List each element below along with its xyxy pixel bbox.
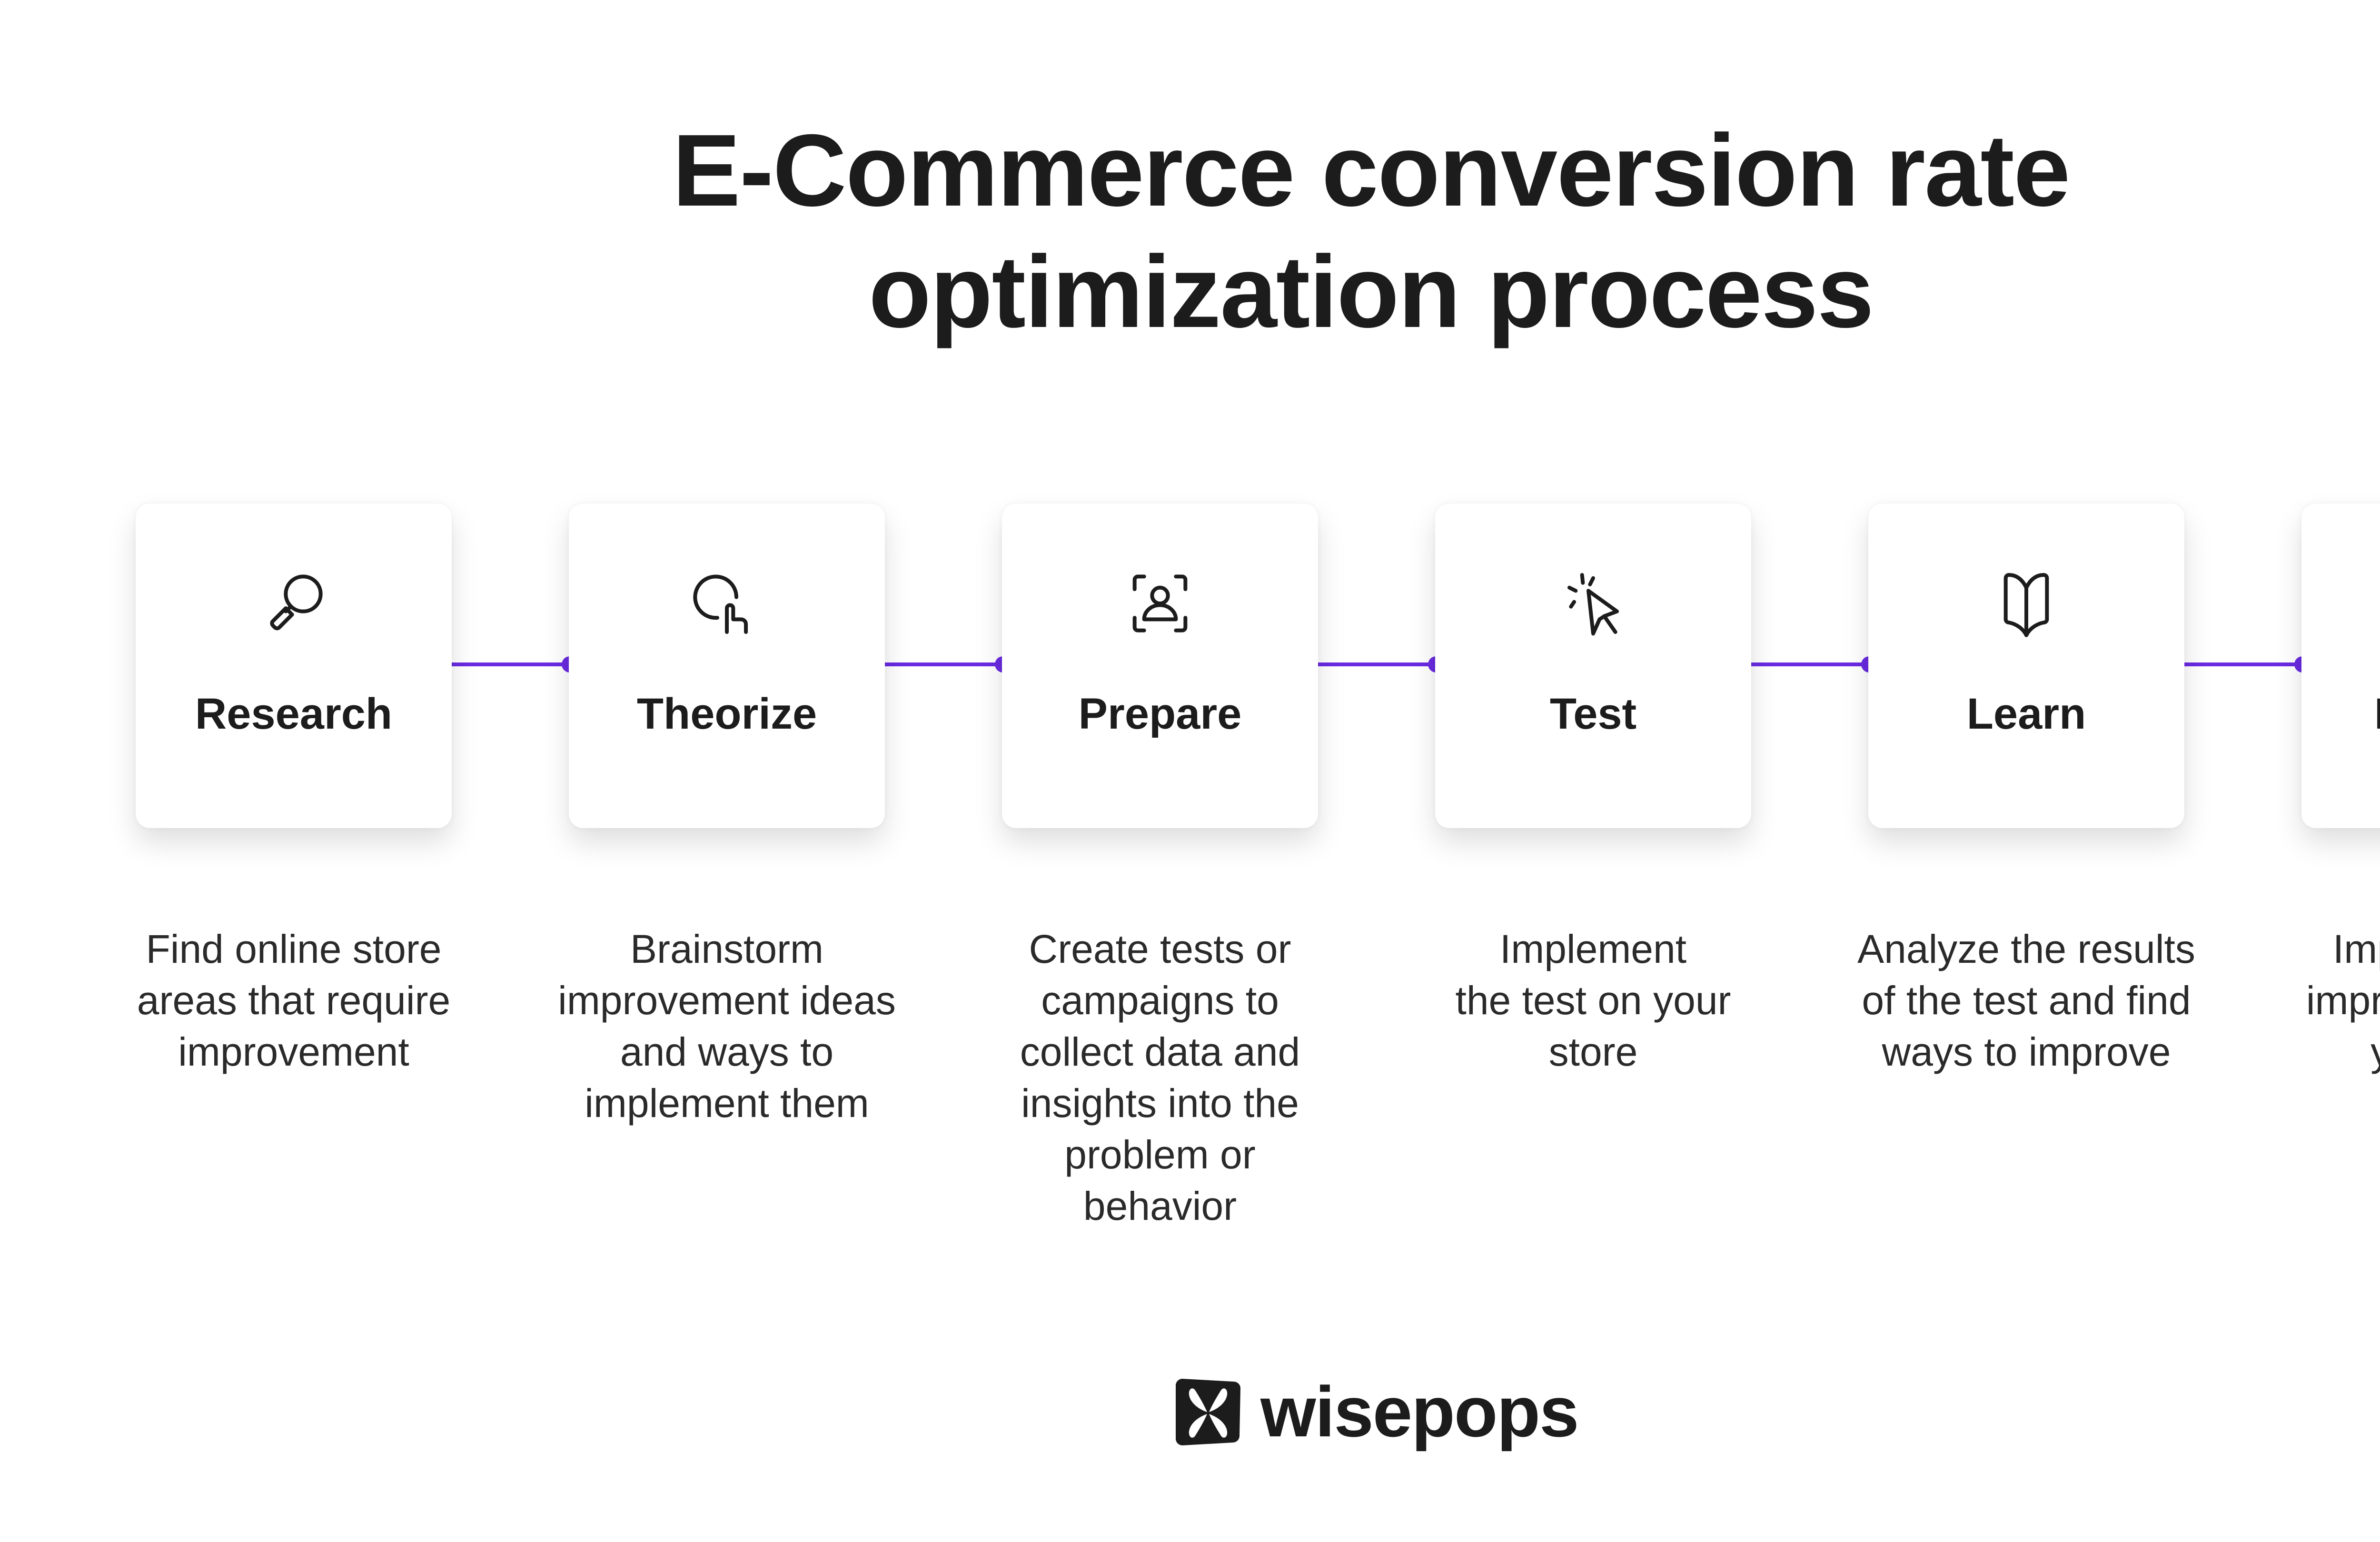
step-label: Research <box>195 690 393 738</box>
step-description-test: Implement the test on your store <box>1398 923 1788 1077</box>
description-line: the test on your <box>1455 978 1731 1023</box>
connector-1-2 <box>452 662 569 666</box>
step-description-prepare: Create tests or campaigns to collect dat… <box>965 923 1355 1232</box>
description-line: implement them <box>585 1081 869 1126</box>
description-line: campaigns to <box>1041 978 1279 1023</box>
description-line: Find online store <box>146 927 442 971</box>
description-line: of the test and find <box>1862 978 2191 1023</box>
bar-chart-growth-icon <box>2301 568 2380 639</box>
description-line: areas that require <box>137 978 451 1023</box>
connector-3-4 <box>1318 662 1436 666</box>
description-line: store <box>1548 1029 1638 1074</box>
step-description-research: Find online store areas that require imp… <box>99 923 489 1077</box>
description-line: behavior <box>1083 1184 1237 1228</box>
description-line: Implement <box>1499 927 1687 971</box>
connector-5-6 <box>2184 662 2302 666</box>
step-label: Improve <box>2301 689 2380 739</box>
book-icon <box>1868 568 2184 639</box>
description-line: insights into the <box>1021 1081 1299 1126</box>
description-line: your store <box>2264 1026 2380 1077</box>
connector-4-5 <box>1751 662 1869 666</box>
step-card-research: Research <box>136 504 452 828</box>
description-line: and ways to <box>620 1029 834 1074</box>
description-line: Brainstorm <box>630 927 824 971</box>
description-line: collect data and <box>1020 1029 1300 1074</box>
description-line: improvement <box>178 1029 409 1074</box>
step-label: Prepare <box>1078 690 1242 738</box>
wisepops-logo: wisepops <box>1175 1371 1579 1453</box>
description-line: ways to improve <box>1882 1029 2171 1074</box>
step-label: Theorize <box>636 690 817 738</box>
step-description-improve: Implement the improvements on your store <box>2264 923 2380 1077</box>
step-card-improve: Improve <box>2301 504 2380 828</box>
description-line: Implement the <box>2332 927 2380 971</box>
step-card-test: Test <box>1435 504 1751 828</box>
description-line: Analyze the results <box>1857 927 2195 971</box>
step-label: Learn <box>1966 690 2086 738</box>
page-title: E-Commerce conversion rate optimization … <box>0 109 2380 352</box>
description-line: improvement ideas <box>558 978 896 1023</box>
user-focus-icon <box>1002 568 1318 639</box>
cursor-click-icon <box>1435 568 1751 639</box>
pointer-hand-icon <box>569 568 885 639</box>
wisepops-logo-mark-icon <box>1176 1378 1240 1445</box>
step-card-prepare: Prepare <box>1002 504 1318 828</box>
step-description-learn: Analyze the results of the test and find… <box>1831 923 2221 1077</box>
step-description-theorize: Brainstorm improvement ideas and ways to… <box>532 923 922 1129</box>
description-line: Create tests or <box>1029 927 1291 971</box>
step-label: Test <box>1549 690 1637 738</box>
description-line: improvements on <box>2306 978 2380 1023</box>
wisepops-wordmark: wisepops <box>1260 1372 1579 1452</box>
title-line-1: E-Commerce conversion rate <box>672 113 2070 227</box>
magnifier-icon <box>136 568 452 639</box>
title-line-2: optimization process <box>868 234 1874 349</box>
description-line: problem or <box>1064 1132 1256 1177</box>
connector-2-3 <box>885 662 1002 666</box>
step-card-learn: Learn <box>1868 504 2184 828</box>
step-card-theorize: Theorize <box>569 504 885 828</box>
